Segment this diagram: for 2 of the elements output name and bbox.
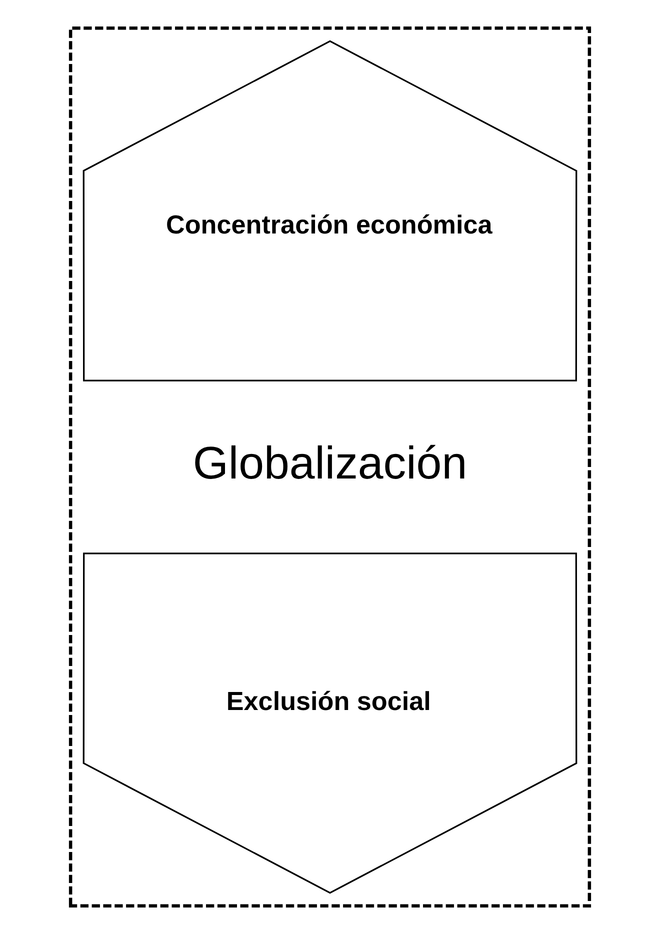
cluster: [68, 26, 592, 908]
node-text: Globalización: [192, 437, 468, 488]
